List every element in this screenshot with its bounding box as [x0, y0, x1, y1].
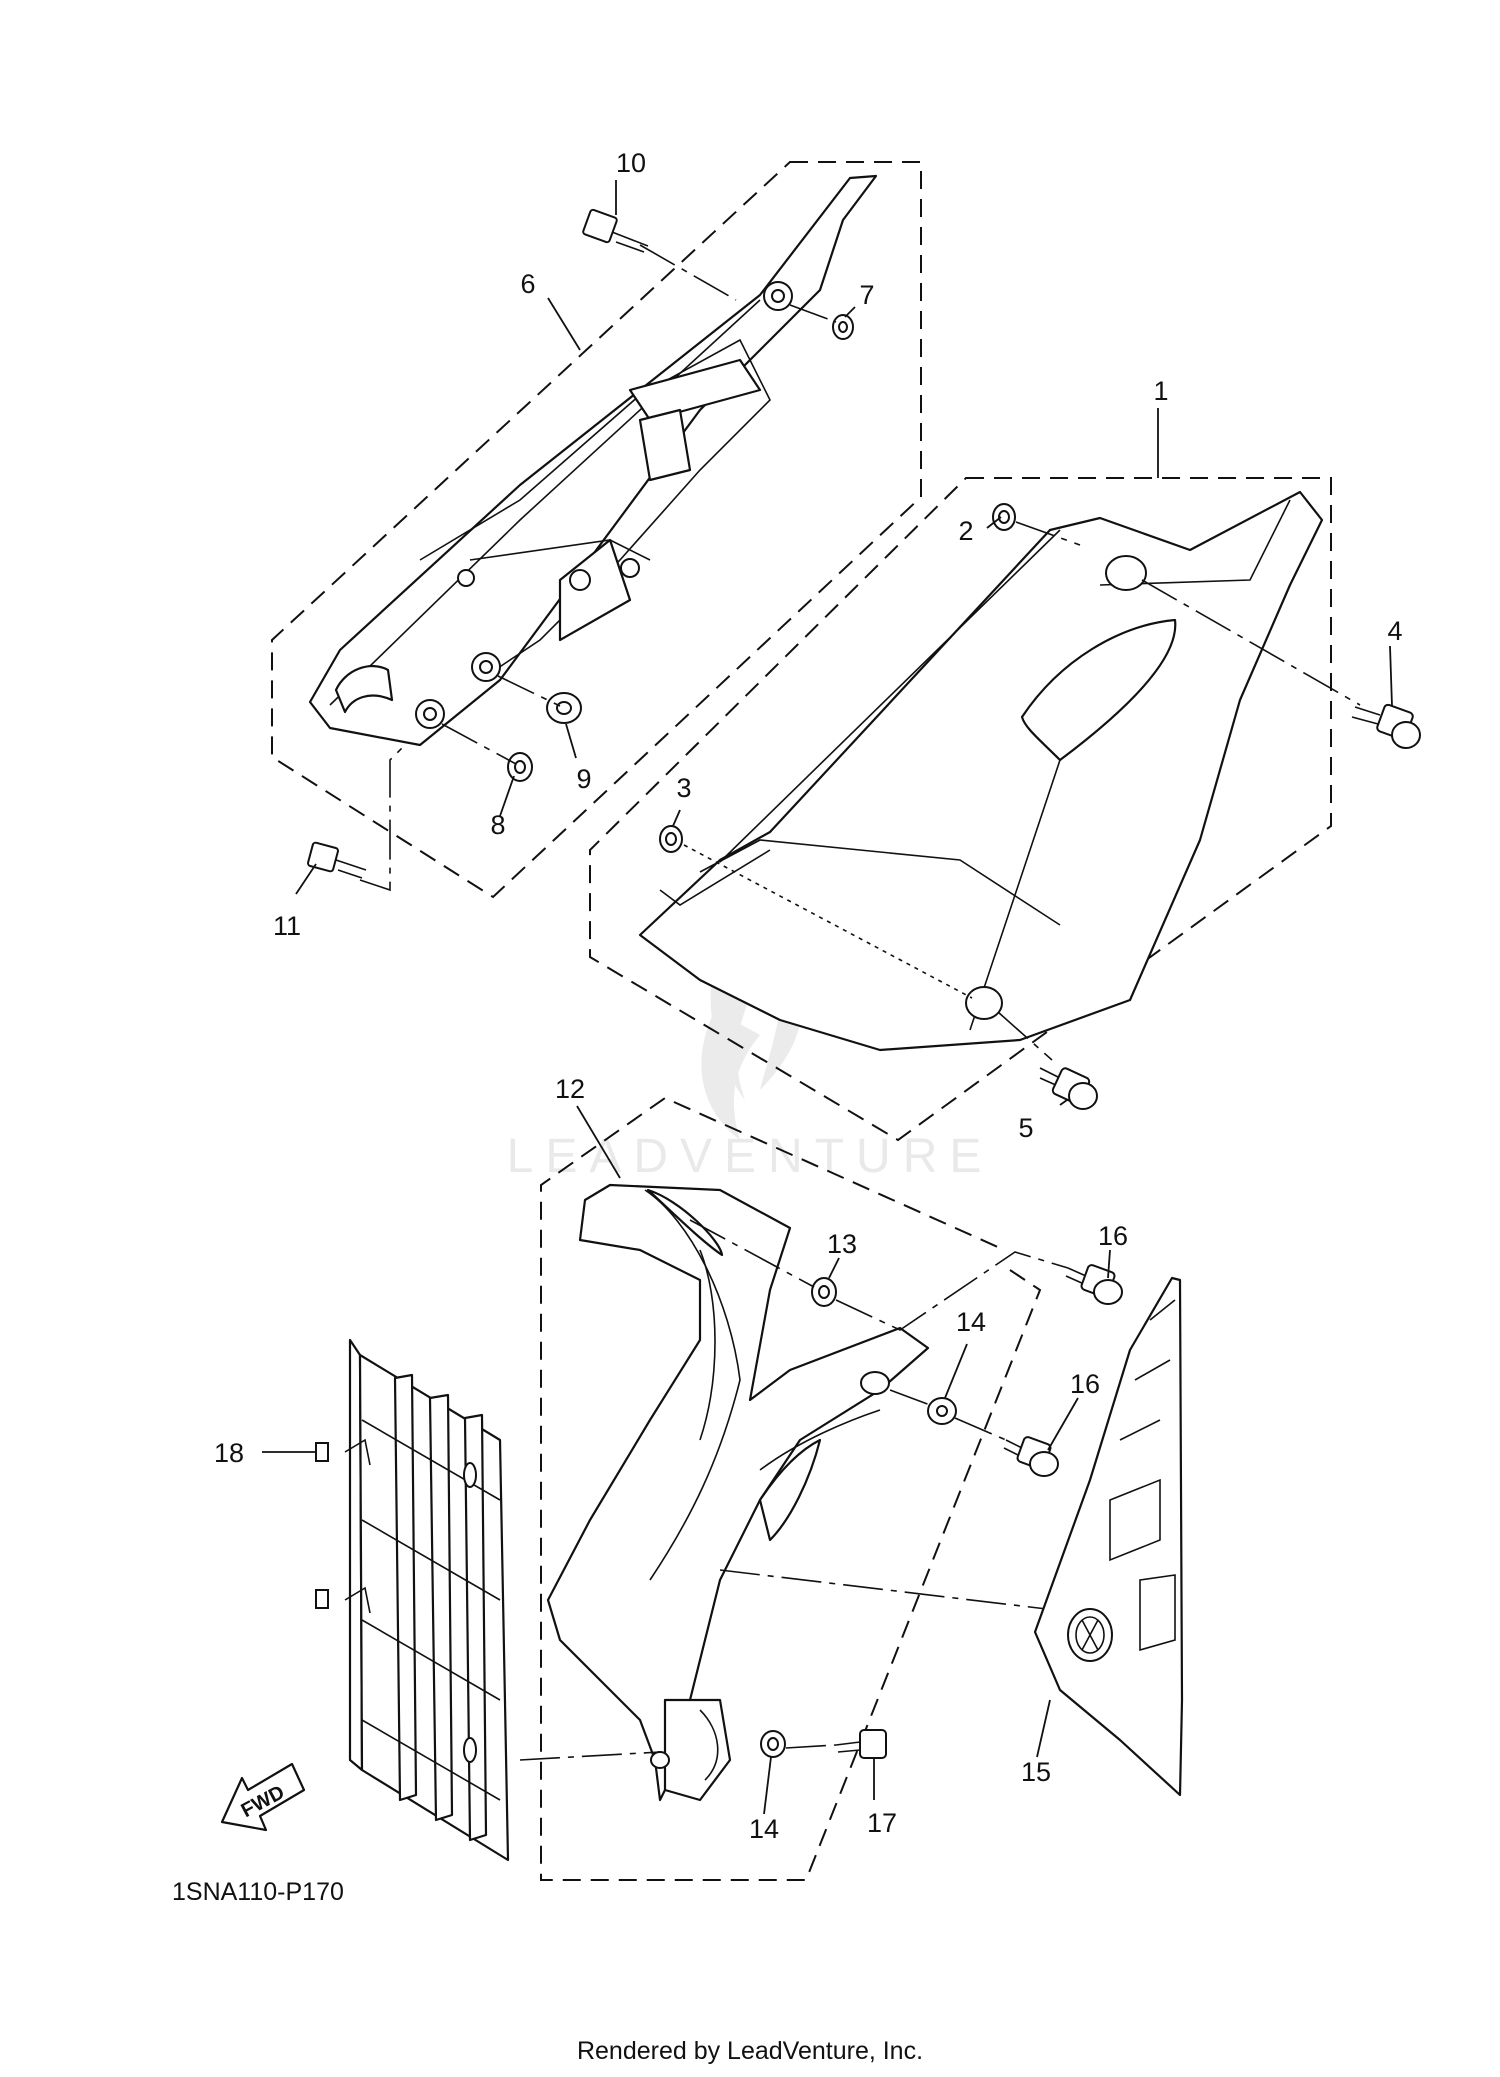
bolt-16-lower-icon [1003, 1436, 1059, 1477]
callout-6: 6 [520, 269, 535, 299]
radiator-cover-assembly [262, 1096, 1123, 1881]
bolt-16-upper-icon [1065, 1264, 1123, 1305]
callout-12: 12 [555, 1074, 585, 1104]
bolt-17-icon [835, 1729, 887, 1759]
callout-2: 2 [958, 516, 973, 546]
callout-14-lower: 14 [749, 1814, 779, 1844]
callout-14-upper: 14 [956, 1307, 986, 1337]
callout-11: 11 [273, 911, 301, 941]
radiator-louver [315, 1338, 510, 1862]
bolt-4-icon [1351, 703, 1421, 749]
side-cover-bracket-assembly [271, 161, 922, 899]
callout-1: 1 [1153, 376, 1168, 406]
decal-graphic [1033, 1276, 1184, 1797]
callout-16-lower: 16 [1070, 1369, 1100, 1399]
leadventure-watermark: LEADVENTURE [507, 900, 994, 1183]
bolt-10-icon [582, 208, 649, 253]
fwd-arrow-icon: FWD [220, 1762, 306, 1832]
callout-3: 3 [676, 773, 691, 803]
callout-13: 13 [827, 1229, 857, 1259]
callout-17: 17 [867, 1808, 897, 1838]
bolt-11-icon [307, 841, 367, 879]
callout-5: 5 [1018, 1113, 1033, 1143]
callout-10: 10 [616, 148, 646, 178]
callout-leaders [295, 180, 1393, 1815]
diagram-code: 1SNA110-P170 [172, 1878, 344, 1906]
footer-credit: Rendered by LeadVenture, Inc. [577, 2037, 923, 2065]
callout-4: 4 [1387, 616, 1402, 646]
callout-16-upper: 16 [1098, 1221, 1128, 1251]
callout-labels: 1 2 3 4 5 6 7 8 9 10 11 12 13 14 14 15 1… [214, 148, 1403, 1844]
watermark-text: LEADVENTURE [507, 1130, 994, 1183]
callout-18: 18 [214, 1438, 244, 1468]
callout-7: 7 [859, 280, 874, 310]
callout-9: 9 [576, 764, 591, 794]
callout-8: 8 [490, 810, 505, 840]
side-cover-assembly [589, 477, 1421, 1142]
bolt-5-icon [1039, 1067, 1098, 1110]
callout-15: 15 [1021, 1757, 1051, 1787]
